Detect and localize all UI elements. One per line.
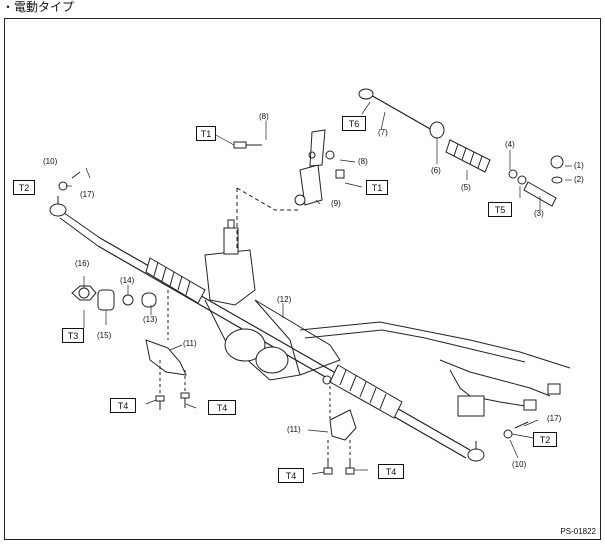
- mounting-bracket-left: [145, 290, 187, 400]
- part-number-6: (6): [431, 166, 441, 175]
- part-number-9: (9): [331, 199, 341, 208]
- torque-box-t3: T3: [62, 328, 84, 343]
- part-number-16: (16): [75, 259, 90, 268]
- part-number-10-right: (10): [512, 460, 527, 469]
- torque-box-t6: T6: [342, 116, 366, 131]
- torque-box-t1-joint: T1: [366, 180, 388, 195]
- gearbox-assembly: [204, 219, 341, 385]
- torque-box-t4-b: T4: [208, 400, 236, 415]
- wiring-harness: [299, 321, 571, 417]
- part-number-4: (4): [505, 140, 515, 149]
- torque-box-t4-a: T4: [110, 398, 136, 413]
- adjuster-parts: [71, 285, 157, 311]
- page-title: ・電動タイプ: [2, 0, 75, 14]
- part-number-15: (15): [97, 331, 112, 340]
- part-number-3: (3): [534, 209, 544, 218]
- mounting-bracket-right: [327, 380, 357, 462]
- right-tie-rod-parts: [358, 88, 564, 207]
- part-number-11-right: (11): [287, 425, 301, 434]
- torque-box-t4-d: T4: [378, 464, 404, 479]
- universal-joint: [294, 129, 326, 206]
- diagram-frame: [4, 18, 601, 540]
- right-rack-boot: [329, 364, 403, 419]
- leader-lines: [66, 101, 572, 475]
- part-number-14: (14): [120, 276, 135, 285]
- bracket-bolts: [155, 392, 355, 475]
- part-number-13: (13): [143, 315, 158, 324]
- left-rack-boot: [145, 257, 206, 304]
- part-number-7: (7): [378, 128, 388, 137]
- torque-box-t1-upper: T1: [196, 126, 216, 141]
- torque-box-t2-left: T2: [13, 180, 35, 195]
- part-number-8-joint: (8): [358, 157, 368, 166]
- part-number-17-left: (17): [80, 190, 95, 199]
- part-number-2: (2): [574, 175, 584, 184]
- part-number-1: (1): [574, 161, 584, 170]
- part-number-17-right: (17): [547, 414, 562, 423]
- part-number-10-left: (10): [43, 157, 58, 166]
- part-number-12: (12): [277, 295, 292, 304]
- joint-leader: [236, 187, 300, 250]
- part-number-8-upper: (8): [259, 112, 269, 121]
- torque-box-t5: T5: [488, 202, 512, 217]
- torque-box-t2-right: T2: [533, 432, 557, 447]
- part-number-5: (5): [461, 183, 471, 192]
- joint-bolts: [233, 141, 345, 179]
- castle-nuts: [58, 171, 529, 439]
- torque-box-t4-c: T4: [278, 468, 304, 483]
- rack-housing: [49, 196, 485, 462]
- figure-code: PS-01822: [560, 527, 596, 536]
- part-number-11-left: (11): [183, 339, 197, 348]
